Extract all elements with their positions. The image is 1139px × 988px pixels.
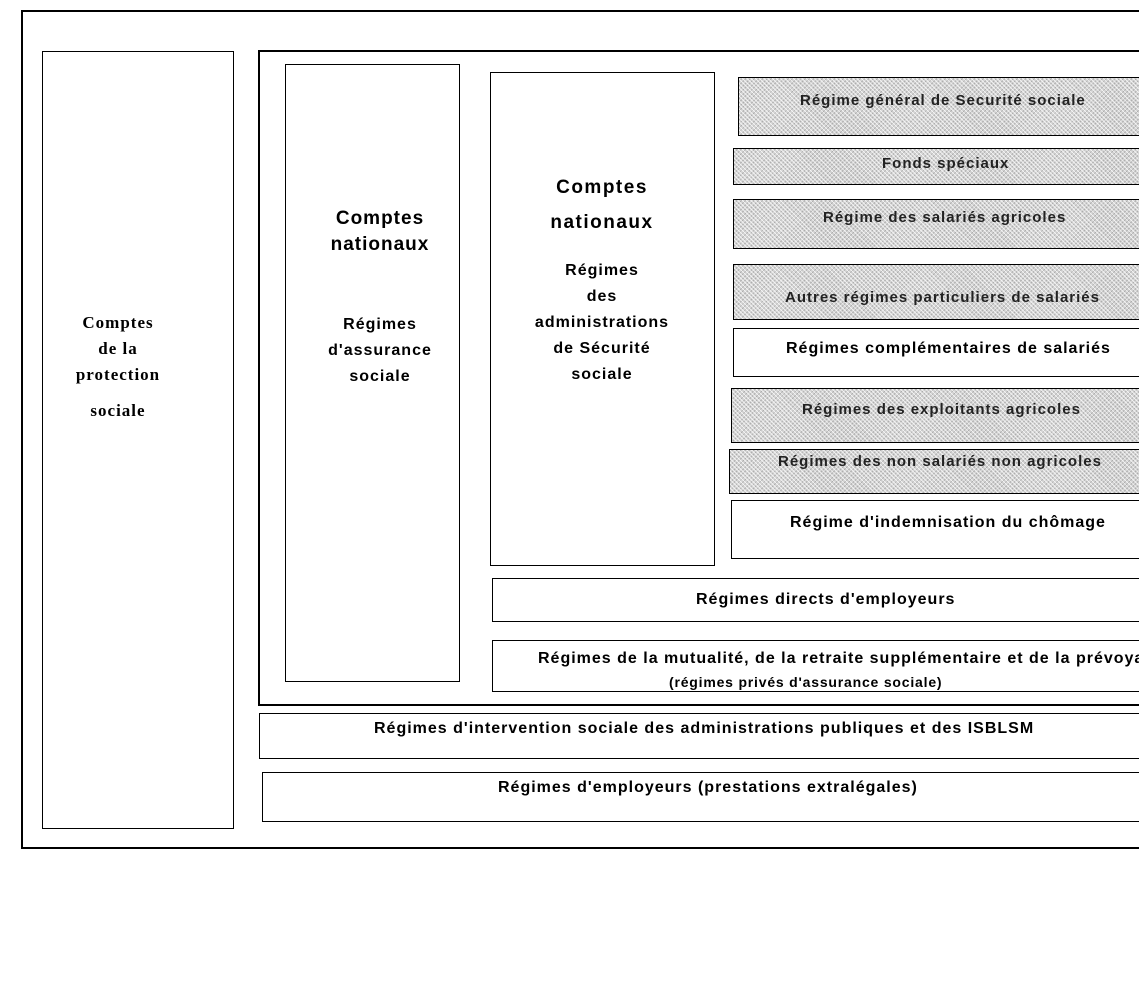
regime-general-label: Régime général de Securité sociale bbox=[800, 92, 1086, 109]
mutualite-box: Régimes de la mutualité, de la retraite … bbox=[492, 640, 1139, 692]
salaries-agricoles-label: Régime des salariés agricoles bbox=[823, 209, 1067, 226]
protection-sociale-label: Comptes de la protection sociale bbox=[75, 313, 161, 420]
admin-secu-box: Comptes nationaux Régimes des administra… bbox=[490, 72, 715, 566]
extralegales-label: Régimes d'employeurs (prestations extral… bbox=[498, 779, 918, 796]
admin-secu-subtitle: Régimes des administrations de Sécurité … bbox=[534, 262, 670, 383]
protection-sociale-box: Comptes de la protection sociale bbox=[42, 51, 234, 829]
extralegales-box: Régimes d'employeurs (prestations extral… bbox=[262, 772, 1139, 822]
non-salaries-box: Régimes des non salariés non agricoles bbox=[729, 449, 1139, 494]
intervention-sociale-box: Régimes d'intervention sociale des admin… bbox=[259, 713, 1139, 759]
assurance-sociale-box: Comptes nationaux Régimes d'assurance so… bbox=[285, 64, 460, 682]
exploitants-agricoles-box: Régimes des exploitants agricoles bbox=[731, 388, 1139, 443]
exploitants-agricoles-label: Régimes des exploitants agricoles bbox=[802, 401, 1081, 418]
chomage-label: Régime d'indemnisation du chômage bbox=[790, 514, 1106, 531]
non-salaries-label: Régimes des non salariés non agricoles bbox=[778, 453, 1102, 470]
autres-particuliers-label: Autres régimes particuliers de salariés bbox=[785, 289, 1100, 306]
regime-general-box: Régime général de Securité sociale bbox=[738, 77, 1139, 136]
assurance-sociale-subtitle: Régimes d'assurance sociale bbox=[328, 316, 432, 385]
complementaires-box: Régimes complémentaires de salariés bbox=[733, 328, 1139, 377]
intervention-sociale-label: Régimes d'intervention sociale des admin… bbox=[374, 720, 1035, 737]
complementaires-label: Régimes complémentaires de salariés bbox=[786, 340, 1111, 357]
fonds-speciaux-label: Fonds spéciaux bbox=[882, 155, 1010, 172]
regimes-directs-label: Régimes directs d'employeurs bbox=[696, 591, 956, 608]
regimes-directs-box: Régimes directs d'employeurs bbox=[492, 578, 1139, 622]
mutualite-label: Régimes de la mutualité, de la retraite … bbox=[538, 650, 1139, 667]
autres-particuliers-box: Autres régimes particuliers de salariés bbox=[733, 264, 1139, 320]
assurance-sociale-title: Comptes nationaux bbox=[330, 208, 430, 255]
salaries-agricoles-box: Régime des salariés agricoles bbox=[733, 199, 1139, 249]
chomage-box: Régime d'indemnisation du chômage bbox=[731, 500, 1139, 559]
fonds-speciaux-box: Fonds spéciaux bbox=[733, 148, 1139, 185]
mutualite-sublabel: (régimes privés d'assurance sociale) bbox=[669, 674, 943, 690]
admin-secu-title: Comptes nationaux bbox=[550, 177, 654, 233]
